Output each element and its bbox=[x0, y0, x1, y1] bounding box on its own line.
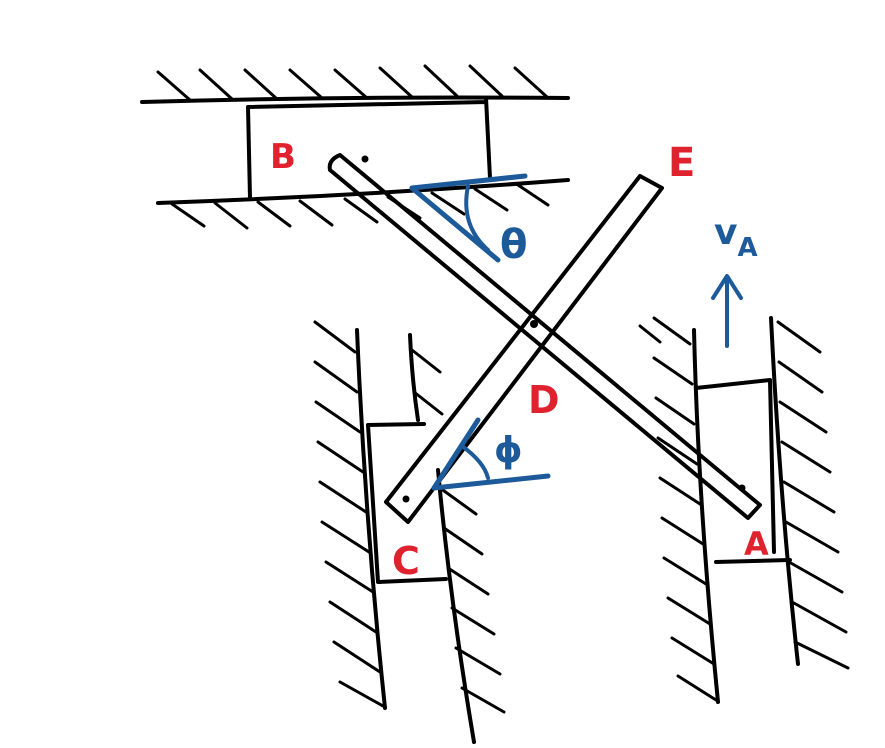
label-point-c: C bbox=[392, 539, 420, 583]
left-guide bbox=[313, 320, 506, 744]
link-ce bbox=[384, 174, 664, 524]
label-phi: ϕ bbox=[494, 430, 523, 471]
pin-a bbox=[738, 484, 746, 492]
pin-c bbox=[402, 495, 410, 503]
top-guide-lower-hatching bbox=[170, 183, 550, 230]
link-ba bbox=[327, 153, 762, 520]
left-guide-inner-hatching bbox=[410, 348, 506, 714]
right-guide bbox=[638, 316, 850, 704]
phi-annotation bbox=[431, 417, 551, 491]
slider-a-block bbox=[694, 378, 792, 564]
right-guide-outer-hatching-extra bbox=[638, 324, 662, 344]
label-velocity: vA bbox=[714, 212, 758, 263]
pin-d bbox=[530, 320, 538, 328]
top-guide-upper-hatching bbox=[156, 64, 549, 102]
label-theta: θ bbox=[500, 222, 527, 268]
velocity-arrow bbox=[711, 274, 743, 348]
top-guide bbox=[140, 64, 570, 230]
left-guide-outer-hatching bbox=[313, 320, 385, 708]
right-guide-outer-hatching bbox=[652, 316, 718, 702]
label-point-d: D bbox=[528, 378, 560, 422]
theta-annotation bbox=[409, 173, 528, 263]
slider-c-block bbox=[366, 422, 448, 584]
label-point-a: A bbox=[744, 525, 769, 563]
label-point-e: E bbox=[668, 140, 695, 186]
pin-b bbox=[361, 155, 369, 163]
right-guide-inner-hatching bbox=[776, 320, 850, 670]
slider-b-block bbox=[246, 96, 492, 200]
label-point-b: B bbox=[270, 137, 296, 177]
